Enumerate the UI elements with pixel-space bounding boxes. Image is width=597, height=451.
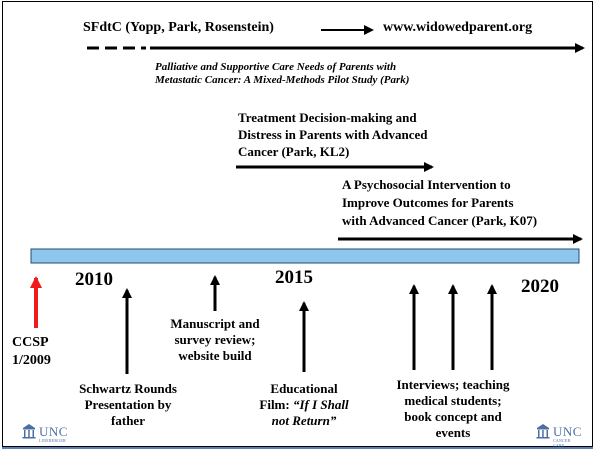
slide-frame — [2, 1, 593, 447]
unc-logo-word-right: UNC — [553, 423, 582, 439]
interviews-line-1: Interviews; teaching — [396, 377, 510, 392]
interviews-line-4: events — [435, 425, 471, 440]
old-well-icon — [22, 424, 36, 439]
pilot-study-line-1: Palliative and Supportive Care Needs of … — [155, 61, 397, 73]
manuscript-line-2: survey review; — [174, 332, 256, 347]
kl2-study-line-2: Distress in Parents with Advanced — [238, 127, 428, 142]
ccsp-label-line-2: 1/2009 — [12, 353, 51, 368]
k07-study-line-1: A Psychosocial Intervention to — [342, 177, 511, 192]
unc-logo-word-left: UNC — [39, 423, 68, 439]
interviews-line-2: medical students; — [404, 393, 502, 408]
film-title-part-1: “If I Shall — [292, 397, 349, 412]
website-label: www.widowedparent.org — [383, 20, 533, 35]
year-2015: 2015 — [275, 267, 313, 288]
manuscript-label: Manuscript and survey review; website bu… — [148, 316, 282, 364]
k07-study-line-2: Improve Outcomes for Parents — [342, 195, 514, 210]
year-2010: 2010 — [75, 269, 113, 290]
film-line-3: not Return” — [271, 413, 337, 428]
manuscript-line-3: website build — [178, 348, 252, 363]
film-line-2-prefix: Film: — [259, 397, 293, 412]
pilot-study-line-2: Metastatic Cancer: A Mixed-Methods Pilot… — [155, 74, 410, 86]
schwartz-line-1: Schwartz Rounds — [79, 381, 177, 396]
unc-cancer-care-logo: UNC CANCER CARE — [536, 423, 582, 448]
interviews-label: Interviews; teaching medical students; b… — [378, 377, 528, 441]
project-label: SFdtC (Yopp, Park, Rosenstein) — [83, 20, 274, 35]
bottom-rule — [2, 447, 593, 449]
year-2020: 2020 — [521, 276, 559, 297]
old-well-icon — [536, 424, 550, 439]
unc-logo-sub-right: CANCER CARE — [553, 438, 571, 448]
kl2-study-line-1: Treatment Decision-making and — [238, 110, 417, 125]
ccsp-label-line-1: CCSP — [12, 335, 49, 350]
film-line-2: Film: “If I Shall — [244, 397, 364, 413]
film-line-1: Educational — [270, 381, 338, 396]
timeline-bar — [30, 248, 580, 264]
kl2-study-line-3: Cancer (Park, KL2) — [238, 144, 350, 159]
interviews-line-3: book concept and — [404, 409, 502, 424]
film-label: Educational Film: “If I Shall not Return… — [244, 381, 364, 429]
unc-logo-sub-left: LINEBERGER — [39, 438, 66, 443]
k07-study-line-3: with Advanced Cancer (Park, K07) — [342, 213, 538, 228]
schwartz-label: Schwartz Rounds Presentation by father — [58, 381, 198, 429]
schwartz-line-2: Presentation by — [84, 397, 172, 412]
unc-lineberger-logo: UNC LINEBERGER — [22, 423, 68, 443]
schwartz-line-3: father — [111, 413, 145, 428]
manuscript-line-1: Manuscript and — [170, 316, 260, 331]
